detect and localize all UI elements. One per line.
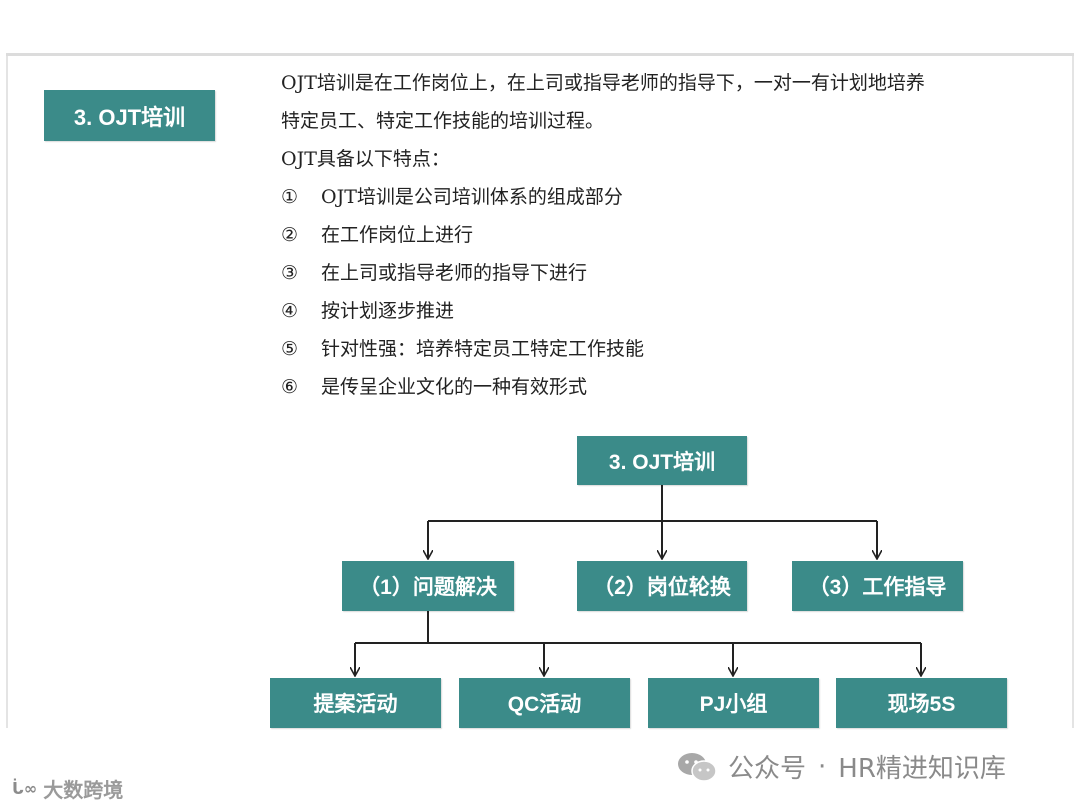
feature-number: ④ [281,300,299,322]
org-node-problem-solving: （1）问题解决 [342,561,514,611]
org-node-proposal: 提案活动 [270,678,441,728]
feature-number: ⑥ [281,376,299,398]
watermark-account-name: HR精进知识库 [838,754,1006,784]
watermark-right: 公众号 · HR精进知识库 [676,748,1006,785]
features-intro: OJT具备以下特点： [281,148,450,170]
feature-text: 针对性强：培养特定员工特定工作技能 [321,338,645,360]
intro-line-1: OJT培训是在工作岗位上，在上司或指导老师的指导下，一对一有计划地培养 [281,72,925,94]
watermark-separator: · [818,751,827,782]
feature-item: ② 在工作岗位上进行 [281,216,1041,254]
feature-text: 在工作岗位上进行 [321,224,474,246]
features-list: ① OJT培训是公司培训体系的组成部分 ② 在工作岗位上进行 ③ 在上司或指导老… [281,178,1041,406]
org-node-job-rotation: （2）岗位轮换 [577,561,747,611]
feature-item: ③ 在上司或指导老师的指导下进行 [281,254,1041,292]
org-node-qc: QC活动 [459,678,630,728]
org-node-root: 3. OJT培训 [577,436,747,485]
slide-border-right [1072,56,1074,728]
org-node-5s: 现场5S [836,678,1007,728]
feature-number: ① [281,186,299,208]
watermark-prefix: 公众号 [728,754,807,784]
feature-item: ⑥ 是传呈企业文化的一种有效形式 [281,368,1041,406]
feature-text: 是传呈企业文化的一种有效形式 [321,376,588,398]
watermark-logo-icon: ᒑ∞ [12,779,38,798]
intro-line-2: 特定员工、特定工作技能的培训过程。 [281,110,605,132]
feature-text: OJT培训是公司培训体系的组成部分 [321,186,623,208]
feature-number: ② [281,224,299,246]
watermark-left: ᒑ∞ 大数跨境 [12,774,123,803]
top-divider [6,53,1074,56]
feature-item: ⑤ 针对性强：培养特定员工特定工作技能 [281,330,1041,368]
feature-text: 在上司或指导老师的指导下进行 [321,262,588,284]
wechat-icon [678,752,717,782]
top-band [0,0,1080,52]
watermark-left-text: 大数跨境 [43,778,124,802]
feature-item: ① OJT培训是公司培训体系的组成部分 [281,178,1041,216]
feature-item: ④ 按计划逐步推进 [281,292,1041,330]
feature-number: ⑤ [281,338,299,360]
description-text: OJT培训是在工作岗位上，在上司或指导老师的指导下，一对一有计划地培养 特定员工… [281,64,1041,406]
slide-border-left [6,56,8,728]
feature-text: 按计划逐步推进 [321,300,455,322]
org-node-pj-group: PJ小组 [648,678,819,728]
feature-number: ③ [281,262,299,284]
section-title-box: 3. OJT培训 [44,90,215,141]
org-node-work-guidance: （3）工作指导 [792,561,963,611]
